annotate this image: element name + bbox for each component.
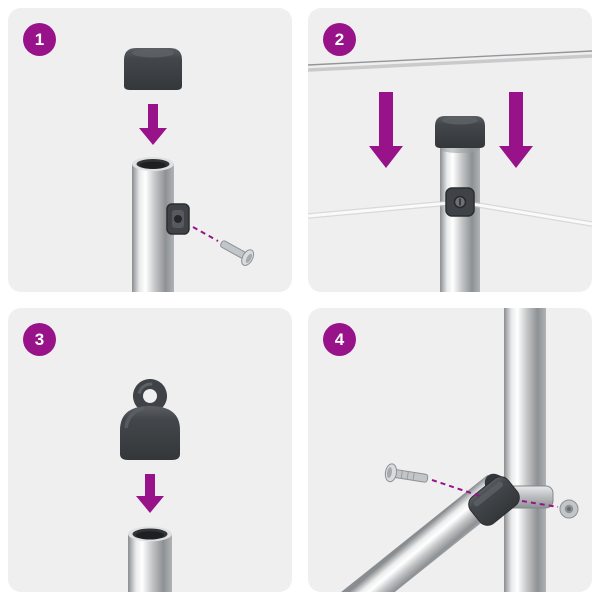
end-cap-icon xyxy=(124,48,182,90)
diagonal-pole-icon xyxy=(341,475,509,592)
bolt-icon xyxy=(384,463,429,483)
step-1-panel: 1 xyxy=(8,8,292,292)
clamp-icon xyxy=(445,187,475,217)
pole-icon xyxy=(132,157,174,292)
step-3-illustration xyxy=(120,379,180,592)
down-arrow-icon xyxy=(139,104,167,145)
step-1-number: 1 xyxy=(34,29,45,49)
connector-icon xyxy=(468,476,520,526)
dashed-guide-line xyxy=(192,226,219,242)
dashed-guide-line xyxy=(521,500,559,508)
step-2-illustration xyxy=(308,50,592,292)
step-4-illustration xyxy=(341,308,579,592)
step-4-number: 4 xyxy=(334,329,345,349)
hex-bolt-icon xyxy=(559,499,579,519)
step-2-panel: 2 xyxy=(308,8,592,292)
clamp-icon xyxy=(166,203,190,235)
step-3-panel: 3 xyxy=(8,308,292,592)
step-3-badge: 3 xyxy=(23,323,56,356)
capped-pole-icon xyxy=(435,116,485,292)
step-3-number: 3 xyxy=(34,329,45,349)
down-arrow-icon xyxy=(499,92,533,168)
step-4-badge: 4 xyxy=(323,323,356,356)
screw-icon xyxy=(220,240,255,266)
step-2-number: 2 xyxy=(334,29,345,49)
down-arrow-icon xyxy=(136,474,164,513)
step-4-panel: 4 xyxy=(308,308,592,592)
step-1-illustration xyxy=(124,48,255,292)
eyelet-cap-icon xyxy=(120,379,180,460)
step-2-badge: 2 xyxy=(323,23,356,56)
pole-icon xyxy=(128,526,172,592)
down-arrow-icon xyxy=(369,92,403,168)
step-1-badge: 1 xyxy=(23,23,56,56)
wire-icon xyxy=(308,50,592,72)
vertical-pole-icon xyxy=(504,308,546,592)
